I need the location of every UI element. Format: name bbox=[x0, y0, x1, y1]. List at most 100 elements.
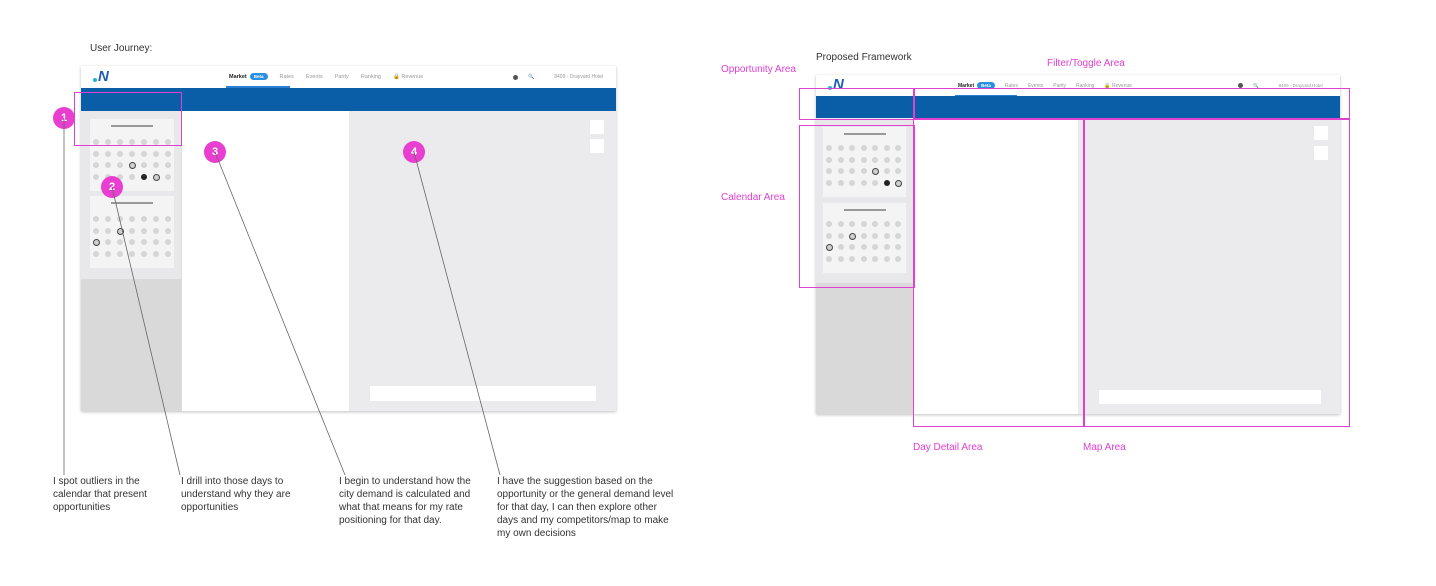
map-panel[interactable] bbox=[1078, 118, 1340, 414]
calendar-day[interactable] bbox=[165, 162, 171, 168]
calendar-day[interactable] bbox=[141, 139, 147, 145]
calendar-day[interactable] bbox=[837, 179, 844, 186]
calendar-day[interactable] bbox=[837, 232, 844, 239]
calendar-day[interactable] bbox=[165, 227, 171, 234]
calendar-day[interactable] bbox=[849, 255, 855, 262]
calendar-day[interactable] bbox=[153, 239, 159, 245]
calendar-day[interactable] bbox=[872, 255, 878, 262]
calendar-day[interactable] bbox=[872, 232, 878, 239]
calendar-day[interactable] bbox=[872, 244, 878, 250]
calendar-day[interactable] bbox=[837, 145, 844, 151]
calendar-day[interactable] bbox=[117, 139, 123, 145]
calendar-day[interactable] bbox=[837, 221, 844, 227]
calendar-day[interactable] bbox=[895, 179, 902, 187]
calendar-day[interactable] bbox=[93, 227, 99, 234]
calendar-day[interactable] bbox=[153, 150, 159, 157]
calendar-day[interactable] bbox=[826, 221, 832, 227]
hotel-selector[interactable]: 8409 - Drayvard Hotel bbox=[1278, 83, 1323, 88]
calendar-day[interactable] bbox=[141, 216, 147, 222]
calendar-day[interactable] bbox=[849, 168, 855, 174]
calendar-day[interactable] bbox=[826, 145, 832, 151]
calendar-day[interactable] bbox=[117, 227, 124, 235]
map-panel[interactable] bbox=[349, 111, 616, 411]
calendar-day[interactable] bbox=[105, 250, 111, 257]
calendar-day[interactable] bbox=[93, 173, 99, 180]
calendar-day[interactable] bbox=[129, 173, 135, 180]
calendar-day[interactable] bbox=[165, 216, 171, 222]
calendar-day[interactable] bbox=[117, 162, 123, 168]
calendar-day[interactable] bbox=[153, 162, 159, 168]
calendar-day[interactable] bbox=[129, 150, 135, 157]
nav-events[interactable]: Events bbox=[305, 74, 323, 80]
search-icon[interactable]: 🔍 bbox=[1253, 82, 1259, 88]
calendar-day[interactable] bbox=[117, 216, 123, 222]
calendar-day[interactable] bbox=[141, 227, 147, 234]
calendar-day[interactable] bbox=[895, 255, 901, 262]
calendar-day[interactable] bbox=[849, 156, 855, 163]
calendar-day[interactable] bbox=[872, 145, 878, 151]
calendar-day[interactable] bbox=[826, 179, 832, 186]
calendar-day[interactable] bbox=[860, 145, 867, 151]
calendar-day[interactable] bbox=[826, 255, 832, 262]
map-zoom-out-button[interactable] bbox=[590, 139, 604, 153]
hotel-selector[interactable]: 8409 - Drayvard Hotel bbox=[554, 74, 604, 80]
calendar-day[interactable] bbox=[129, 216, 135, 222]
calendar-day[interactable] bbox=[883, 145, 890, 151]
nav-parity[interactable]: Parity bbox=[334, 74, 349, 80]
search-icon[interactable]: 🔍 bbox=[528, 74, 535, 80]
calendar-day[interactable] bbox=[883, 255, 890, 262]
calendar-day[interactable] bbox=[849, 221, 855, 227]
calendar-day[interactable] bbox=[883, 156, 890, 163]
calendar-day[interactable] bbox=[129, 227, 135, 234]
calendar-day[interactable] bbox=[883, 179, 890, 186]
calendar-day[interactable] bbox=[105, 139, 111, 145]
calendar-day[interactable] bbox=[165, 173, 171, 180]
calendar-day[interactable] bbox=[141, 162, 147, 168]
calendar-day[interactable] bbox=[883, 232, 890, 239]
calendar-day[interactable] bbox=[860, 156, 867, 163]
calendar-day[interactable] bbox=[872, 156, 878, 163]
calendar-day[interactable] bbox=[153, 250, 159, 257]
nav-revenue[interactable]: 🔒 Revenue bbox=[1104, 82, 1133, 89]
calendar-day[interactable] bbox=[849, 244, 855, 250]
calendar-day[interactable] bbox=[826, 156, 832, 163]
calendar-day[interactable] bbox=[165, 139, 171, 145]
nav-ranking[interactable]: Ranking bbox=[1076, 82, 1095, 89]
calendar-day[interactable] bbox=[872, 168, 879, 175]
calendar-day[interactable] bbox=[129, 139, 135, 145]
calendar-day[interactable] bbox=[141, 239, 147, 245]
calendar-day[interactable] bbox=[93, 139, 99, 145]
map-zoom-in-button[interactable] bbox=[1314, 126, 1328, 140]
calendar-day[interactable] bbox=[105, 162, 111, 168]
calendar-day[interactable] bbox=[129, 162, 136, 169]
calendar-day[interactable] bbox=[860, 255, 867, 262]
calendar-day[interactable] bbox=[129, 239, 135, 245]
calendar-day[interactable] bbox=[141, 250, 147, 257]
calendar-day[interactable] bbox=[117, 250, 123, 257]
calendar-day[interactable] bbox=[883, 221, 890, 227]
calendar-day[interactable] bbox=[117, 150, 123, 157]
calendar-day[interactable] bbox=[849, 232, 856, 240]
calendar-day[interactable] bbox=[860, 179, 867, 186]
calendar-day[interactable] bbox=[105, 216, 111, 222]
calendar-day[interactable] bbox=[860, 244, 867, 250]
calendar-day[interactable] bbox=[153, 227, 159, 234]
calendar-day[interactable] bbox=[93, 216, 99, 222]
calendar-day[interactable] bbox=[153, 173, 160, 181]
calendar-day[interactable] bbox=[837, 244, 844, 250]
calendar-day[interactable] bbox=[93, 239, 100, 246]
calendar-day[interactable] bbox=[895, 145, 901, 151]
calendar-day[interactable] bbox=[165, 150, 171, 157]
calendar-day[interactable] bbox=[860, 168, 867, 174]
calendar-day[interactable] bbox=[93, 150, 99, 157]
map-zoom-in-button[interactable] bbox=[590, 120, 604, 134]
calendar-day[interactable] bbox=[849, 179, 855, 186]
calendar-day[interactable] bbox=[860, 232, 867, 239]
calendar-day[interactable] bbox=[895, 244, 901, 250]
calendar-day[interactable] bbox=[860, 221, 867, 227]
calendar-day[interactable] bbox=[826, 244, 833, 251]
nav-events[interactable]: Events bbox=[1027, 82, 1044, 89]
calendar-day[interactable] bbox=[826, 232, 832, 239]
